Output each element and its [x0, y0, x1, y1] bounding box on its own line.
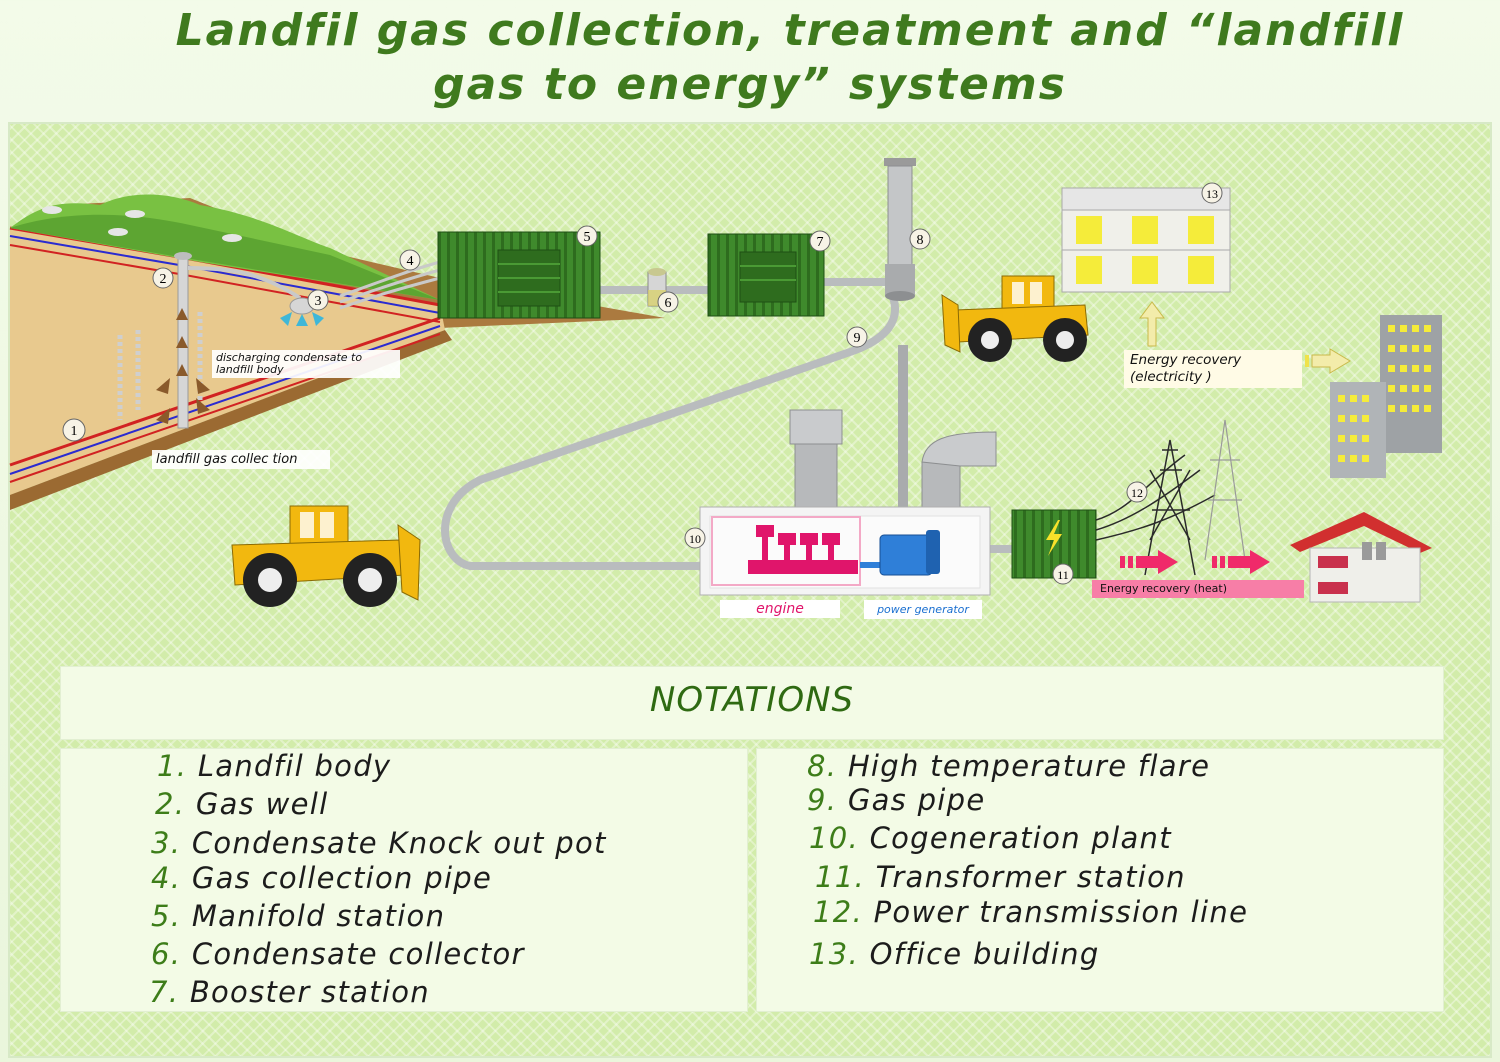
bulldozer-left — [231, 505, 421, 607]
label-landfill-gas-collection: landfill gas collec­ tion — [152, 450, 330, 469]
cogeneration-plant — [699, 409, 997, 596]
notation-item: 13. Office building — [809, 937, 1100, 971]
marker-11: 11 — [1052, 563, 1074, 585]
svg-text:8: 8 — [917, 233, 924, 248]
house — [1290, 512, 1432, 603]
power-tower-far — [1204, 419, 1246, 561]
notation-item: 10. Cogeneration plant — [809, 821, 1172, 855]
high-temperature-flare — [884, 158, 916, 301]
marker-4: 4 — [399, 249, 421, 271]
bulldozer-right — [941, 275, 1089, 362]
notation-item: 9. Gas pipe — [807, 783, 986, 817]
number-markers: 1 2 3 4 5 6 7 8 9 10 11 12 13 — [62, 182, 1223, 585]
marker-3: 3 — [307, 289, 329, 311]
marker-9: 9 — [846, 326, 868, 348]
svg-text:2: 2 — [160, 272, 167, 287]
svg-text:10: 10 — [689, 532, 701, 546]
residential-towers — [1330, 315, 1442, 478]
notations-left-panel: 1. Landfil body 2. Gas well 3. Condensat… — [60, 748, 748, 1012]
svg-text:11: 11 — [1057, 568, 1069, 582]
booster-station — [707, 233, 825, 317]
marker-10: 10 — [684, 527, 706, 549]
svg-text:7: 7 — [817, 235, 824, 250]
notations-heading: NOTATIONS — [60, 666, 1444, 740]
notation-item: 12. Power transmission line — [813, 895, 1249, 929]
power-transmission-line — [1095, 439, 1216, 576]
notation-item: 3. Condensate Knock out pot — [151, 826, 607, 860]
marker-7: 7 — [809, 230, 831, 252]
marker-2: 2 — [152, 267, 174, 289]
label-energy-recovery-electricity: Energy recovery (electricity ) — [1124, 350, 1302, 388]
marker-12: 12 — [1126, 481, 1148, 503]
notation-item: 4. Gas collection pipe — [151, 861, 493, 895]
svg-text:13: 13 — [1206, 187, 1218, 201]
marker-8: 8 — [909, 228, 931, 250]
marker-1: 1 — [62, 418, 86, 442]
label-energy-recovery-heat: Energy recovery (heat) — [1092, 580, 1304, 598]
marker-13: 13 — [1201, 182, 1223, 204]
label-power-generator: power generator — [864, 600, 982, 619]
notations-right-panel: 8. High temperature flare 9. Gas pipe 10… — [756, 748, 1444, 1012]
marker-5: 5 — [576, 225, 598, 247]
exhaust-stack — [898, 345, 908, 507]
notation-item: 6. Condensate collector — [151, 937, 525, 971]
notation-item: 7. Booster station — [149, 975, 430, 1009]
notation-item: 11. Transformer station — [815, 860, 1186, 894]
notation-item: 8. High temperature flare — [807, 749, 1211, 783]
transformer-station — [1011, 509, 1097, 579]
manifold-station — [437, 231, 601, 319]
lightning-bolt-icon — [1046, 520, 1062, 556]
svg-text:5: 5 — [584, 230, 591, 245]
arrow-right-icon — [1298, 348, 1351, 374]
label-engine: engine — [720, 600, 840, 618]
title-line-2: gas to energy” systems — [433, 59, 1067, 110]
svg-text:4: 4 — [407, 254, 414, 269]
heat-arrows — [1120, 550, 1270, 574]
notation-item: 2. Gas well — [155, 787, 329, 821]
svg-text:9: 9 — [854, 331, 861, 346]
notation-item: 5. Manifold station — [151, 899, 446, 933]
label-discharging-condensate: discharging condensate to landfill body — [212, 350, 400, 378]
marker-6: 6 — [657, 291, 679, 313]
svg-text:12: 12 — [1131, 486, 1143, 500]
svg-text:1: 1 — [71, 424, 78, 439]
title-line-1: Landfil gas collection, treatment and “l… — [175, 5, 1405, 56]
svg-text:3: 3 — [315, 294, 322, 309]
office-building — [1061, 187, 1231, 293]
notation-item: 1. Landfil body — [157, 749, 392, 783]
svg-text:6: 6 — [665, 296, 672, 311]
arrow-up-icon — [1139, 301, 1165, 347]
